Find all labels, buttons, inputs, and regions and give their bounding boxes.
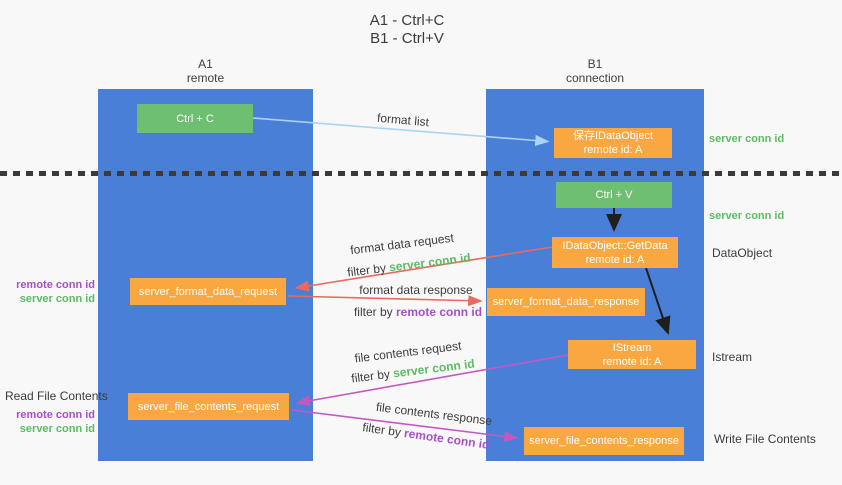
format-data-response-label: format data response xyxy=(359,283,473,297)
server-conn-id-annotation: server conn id xyxy=(19,293,95,305)
remote-conn-id-text: remote conn id xyxy=(396,305,483,319)
remote-conn-id-annotation: remote conn id xyxy=(16,279,95,291)
server-file-contents-request-label: server_file_contents_request xyxy=(137,400,280,413)
column-header-a1: A1 remote xyxy=(98,57,313,85)
istream-line2: remote id: A xyxy=(602,355,662,368)
server-format-data-request-label: server_format_data_request xyxy=(138,285,278,298)
left-conn-id-annotation-1: remote conn id server conn id xyxy=(8,278,95,306)
remote-conn-id-annotation: remote conn id xyxy=(16,409,95,421)
column-a1-id: A1 xyxy=(198,57,213,71)
server-file-contents-response-node: server_file_contents_response xyxy=(524,427,684,455)
title-line-2: B1 - Ctrl+V xyxy=(370,30,444,47)
filter-by-text: filter by xyxy=(361,420,402,440)
server-file-contents-response-label: server_file_contents_response xyxy=(529,435,679,447)
server-format-data-response-label: server_format_data_response xyxy=(492,296,640,308)
server-file-contents-request-node: server_file_contents_request xyxy=(128,393,289,420)
title-line-1: A1 - Ctrl+C xyxy=(369,12,445,29)
server-format-data-response-node: server_format_data_response xyxy=(487,288,645,316)
getdata-line2: remote id: A xyxy=(585,253,645,266)
read-file-contents-annotation: Read File Contents xyxy=(5,389,108,403)
server-conn-id-text: server conn id xyxy=(392,356,476,381)
getdata-line1: IDataObject::GetData xyxy=(562,239,668,252)
filter-by-text: filter by xyxy=(346,260,387,280)
istream-line1: IStream xyxy=(612,341,652,354)
istream-annotation: Istream xyxy=(712,350,753,364)
remote-conn-id-text: remote conn id xyxy=(403,426,491,452)
filter-by-remote-conn-id-label-1: filter by remote conn id xyxy=(354,305,482,319)
format-list-label: format list xyxy=(376,110,430,130)
server-conn-id-annotation: server conn id xyxy=(19,423,95,435)
column-b1-id: B1 xyxy=(587,57,603,71)
column-a1-role: remote xyxy=(186,71,225,85)
ctrl-c-label: Ctrl + C xyxy=(176,112,214,125)
left-conn-id-annotation-2: remote conn id server conn id xyxy=(8,408,95,436)
dataobject-annotation: DataObject xyxy=(712,246,773,260)
diagram-title: A1 - Ctrl+C B1 - Ctrl+V xyxy=(370,12,445,48)
ctrl-v-node: Ctrl + V xyxy=(556,182,672,208)
ctrl-c-node: Ctrl + C xyxy=(137,104,253,133)
save-dataobject-line1: 保存IDataObject xyxy=(572,130,654,142)
ctrl-v-label: Ctrl + V xyxy=(595,189,633,201)
column-header-b1: B1 connection xyxy=(486,57,704,85)
column-b1-role: connection xyxy=(565,71,625,85)
getdata-node: IDataObject::GetData remote id: A xyxy=(552,237,678,268)
filter-by-text: filter by xyxy=(353,305,393,319)
write-file-contents-annotation: Write File Contents xyxy=(714,432,816,446)
save-dataobject-line2: remote id: A xyxy=(583,144,643,156)
server-conn-id-annotation-mid: server conn id xyxy=(709,210,785,222)
server-conn-id-annotation-top: server conn id xyxy=(709,133,785,145)
filter-by-text: filter by xyxy=(350,366,391,386)
server-conn-id-text: server conn id xyxy=(388,250,472,275)
save-dataobject-node: 保存IDataObject remote id: A xyxy=(554,128,672,158)
server-format-data-request-node: server_format_data_request xyxy=(130,278,286,305)
istream-node: IStream remote id: A xyxy=(568,340,696,369)
